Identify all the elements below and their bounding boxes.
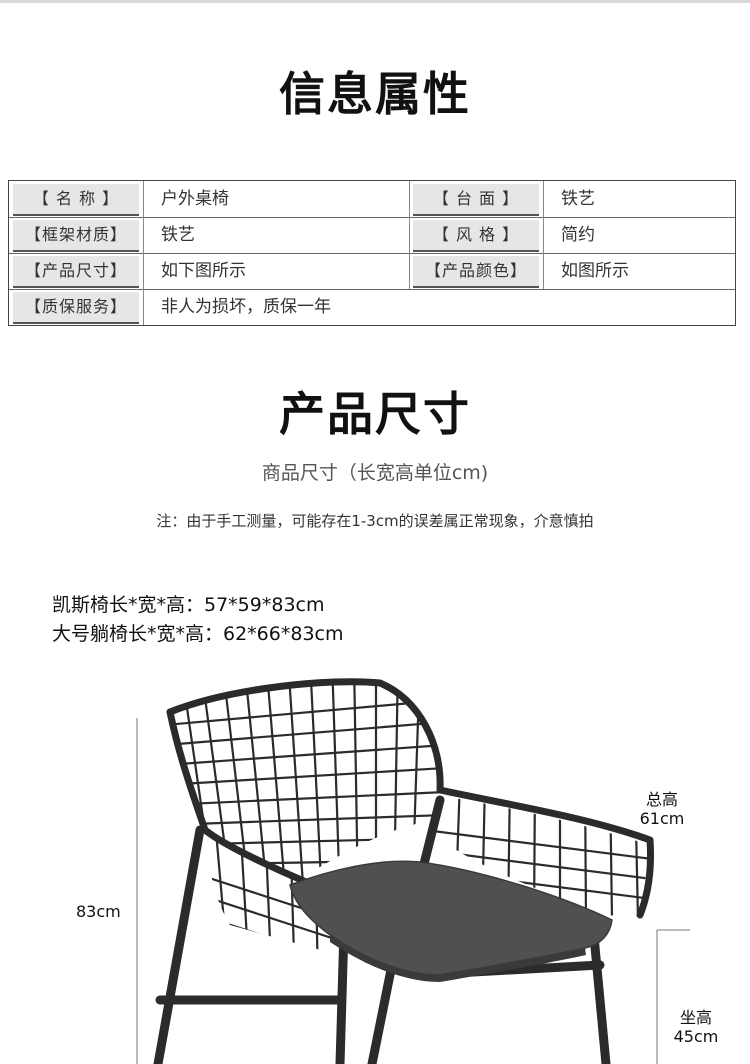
spec-line-lounge-chair: 大号躺椅长*宽*高：62*66*83cm: [52, 623, 344, 645]
attr-value: 如图所示: [561, 261, 629, 281]
attr-value: 铁艺: [561, 189, 595, 209]
seat-height-value: 45cm: [673, 1027, 719, 1046]
total-height-label: 83cm: [76, 902, 121, 921]
table-row: 【框架材质】 铁艺 【 风 格 】 简约: [9, 217, 735, 254]
attr-value: 非人为损坏，质保一年: [161, 297, 331, 317]
spec-line-kaisi-chair: 凯斯椅长*宽*高：57*59*83cm: [52, 594, 325, 616]
section-title-dimensions: 产品尺寸: [279, 387, 471, 441]
attr-label: 【质保服务】: [13, 292, 139, 324]
section-title-attributes: 信息属性: [279, 67, 471, 121]
arm-height-title: 总高: [645, 790, 678, 809]
attr-value: 如下图所示: [161, 261, 246, 281]
attr-value: 简约: [561, 225, 595, 245]
attribute-table: 【 名 称 】 户外桌椅 【 台 面 】 铁艺 【框架材质】 铁艺 【 风 格 …: [8, 180, 736, 326]
arm-height-value: 61cm: [639, 809, 685, 828]
attr-value: 户外桌椅: [161, 189, 229, 209]
attr-value: 铁艺: [161, 225, 195, 245]
attr-label: 【框架材质】: [13, 220, 139, 252]
measurement-note: 注：由于手工测量，可能存在1-3cm的误差属正常现象，介意慎拍: [156, 512, 594, 530]
attr-label: 【产品颜色】: [413, 256, 539, 288]
table-row: 【质保服务】 非人为损坏，质保一年: [9, 289, 735, 325]
table-row: 【产品尺寸】 如下图所示 【产品颜色】 如图所示: [9, 253, 735, 290]
seat-height-title: 坐高: [679, 1008, 712, 1027]
attr-label: 【 名 称 】: [13, 184, 139, 216]
attr-label: 【产品尺寸】: [13, 256, 139, 288]
attr-label: 【 台 面 】: [413, 184, 539, 216]
top-divider: [0, 0, 750, 3]
table-row: 【 名 称 】 户外桌椅 【 台 面 】 铁艺: [9, 181, 735, 218]
attr-label: 【 风 格 】: [413, 220, 539, 252]
dimensions-subtitle: 商品尺寸（长宽高单位cm): [261, 462, 489, 484]
